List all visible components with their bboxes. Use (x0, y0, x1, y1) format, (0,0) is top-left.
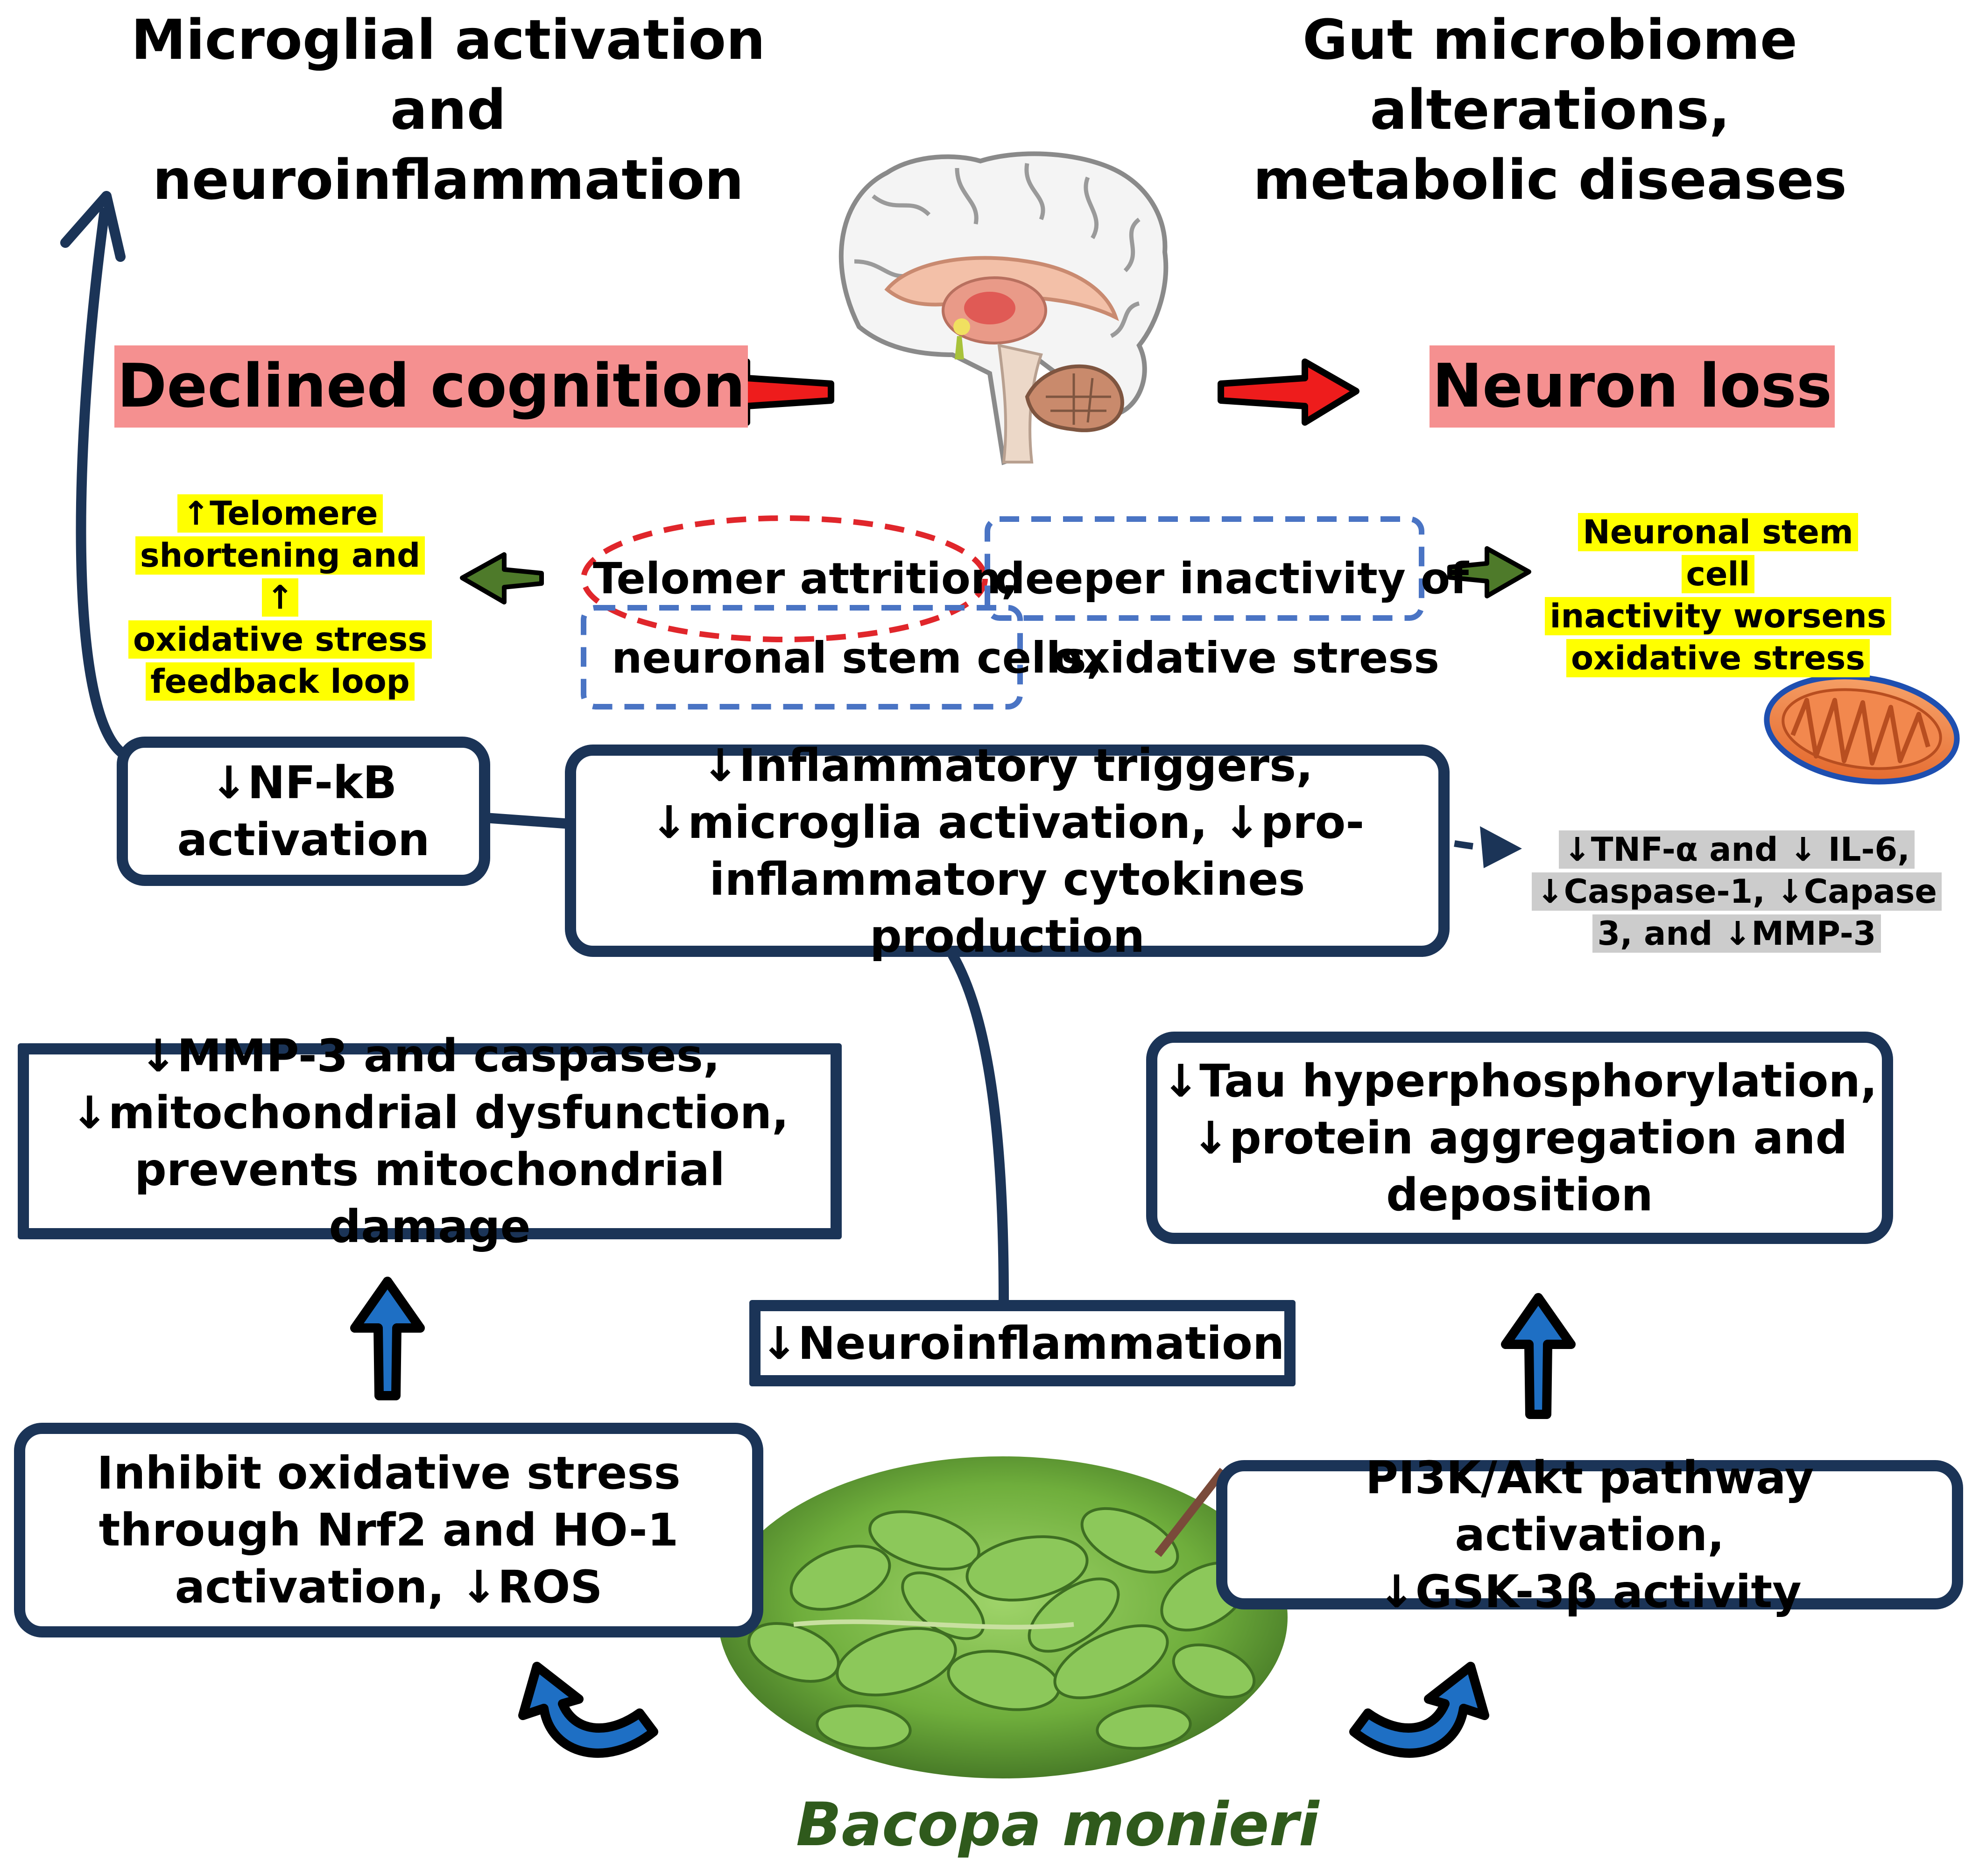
neuroinflammation-box: ↓Neuroinflammation (749, 1300, 1296, 1386)
nfkb-line1: ↓NF-kB (210, 757, 397, 809)
mitochondrion-icon (1764, 674, 1960, 785)
tau-box: ↓Tau hyperphosphorylation, ↓protein aggr… (1146, 1032, 1893, 1244)
inflammatory-box: ↓Inflammatory triggers, ↓microglia activ… (565, 739, 1450, 963)
curved-arrow-left (518, 1662, 658, 1758)
neuroinflammation-label: ↓Neuroinflammation (760, 1317, 1285, 1370)
nrf2-box: Inhibit oxidative stress through Nrf2 an… (14, 1423, 763, 1637)
yellow-right-line2: inactivity worsens (1545, 597, 1891, 635)
oxidative-stress-text: oxidative stress (1053, 633, 1439, 683)
bacopa-plant-photo (718, 1456, 1288, 1778)
cytokine-line3: 3, and ↓MMP-3 (1592, 914, 1881, 953)
mmp-box: ↓MMP-3 and caspases, ↓mitochondrial dysf… (18, 1030, 842, 1253)
yellow-right-line3: oxidative stress (1566, 639, 1870, 677)
inflam-line1: ↓Inflammatory triggers, (701, 739, 1313, 792)
yellow-left-line1: ↑Telomere (177, 494, 383, 533)
pi3k-line2: ↓GSK-3β activity (1378, 1566, 1802, 1618)
inflam-line3: inflammatory cytokines production (709, 853, 1305, 963)
header-gut-line1: Gut microbiome alterations, (1303, 7, 1797, 142)
green-arrow-right (1447, 546, 1531, 598)
header-gut-line2: metabolic diseases (1253, 148, 1847, 212)
brain-icon (838, 151, 1169, 465)
mmp-line3: prevents mitochondrial damage (134, 1144, 725, 1253)
nfkb-line2: activation (177, 814, 430, 866)
tau-line1: ↓Tau hyperphosphorylation, (1162, 1054, 1878, 1107)
green-arrow-left (460, 552, 544, 604)
header-microglial: Microglial activation and neuroinflammat… (107, 5, 789, 215)
yellow-right-line1: Neuronal stem cell (1578, 513, 1858, 593)
inflam-line2: ↓microglia activation, ↓pro- (650, 796, 1365, 849)
mmp-line1: ↓MMP-3 and caspases, (139, 1030, 720, 1082)
nrf2-line3: activation, ↓ROS (175, 1561, 603, 1613)
stemcells-dashed-box (581, 605, 1023, 710)
yellow-left-line3: oxidative stress (128, 620, 432, 659)
yellow-left-line4: feedback loop (146, 662, 415, 701)
yellow-note-right: Neuronal stem cell inactivity worsens ox… (1543, 511, 1893, 679)
pi3k-box: PI3K/Akt pathway activation, ↓GSK-3β act… (1216, 1452, 1963, 1618)
tau-line3: deposition (1386, 1168, 1653, 1221)
plant-name-label: Bacopa monieri (796, 1790, 1319, 1860)
tau-line2: ↓protein aggregation and (1191, 1111, 1848, 1164)
header-microglial-line1: Microglial activation (131, 7, 766, 72)
cytokine-note: ↓TNF-α and ↓ IL-6, ↓Caspase-1, ↓Capase 3… (1527, 829, 1947, 955)
yellow-note-left: ↑Telomere shortening and ↑ oxidative str… (121, 492, 439, 703)
inflam-to-neuro-connector (948, 952, 1009, 1303)
deeper-inactivity-text: deeper inactivity of (994, 554, 1469, 604)
nrf2-line2: through Nrf2 and HO-1 (99, 1504, 679, 1556)
nfkb-box: ↓NF-kB activation (117, 737, 490, 886)
nfkb-connector (485, 813, 571, 829)
neuronal-stem-cells-text: neuronal stem cells, (612, 633, 1103, 683)
header-microglial-line2: and neuroinflammation (152, 77, 744, 212)
up-arrow-right (1501, 1293, 1576, 1419)
red-arrow-right (1218, 358, 1359, 426)
neuron-loss-label: Neuron loss (1430, 345, 1835, 428)
nrf2-line1: Inhibit oxidative stress (97, 1447, 681, 1499)
declined-cognition-label: Declined cognition (114, 345, 748, 428)
header-gut-microbiome: Gut microbiome alterations, metabolic di… (1139, 5, 1961, 215)
yellow-left-line2: shortening and ↑ (135, 536, 425, 617)
mmp-line2: ↓mitochondrial dysfunction, (70, 1087, 789, 1139)
pi3k-line1: PI3K/Akt pathway activation, (1365, 1452, 1814, 1561)
deeper-dashed-box (985, 516, 1424, 621)
curved-arrow-right (1349, 1662, 1489, 1758)
telomer-attrition-text: Telomer attrition, (593, 554, 1018, 604)
cytokine-line1: ↓TNF-α and ↓ IL-6, (1559, 830, 1915, 869)
up-arrow-left (350, 1277, 425, 1400)
curved-arrow-to-microglial (60, 191, 130, 761)
cytokine-line2: ↓Caspase-1, ↓Capase (1532, 872, 1942, 911)
telomer-dashed-ellipse (581, 515, 988, 642)
